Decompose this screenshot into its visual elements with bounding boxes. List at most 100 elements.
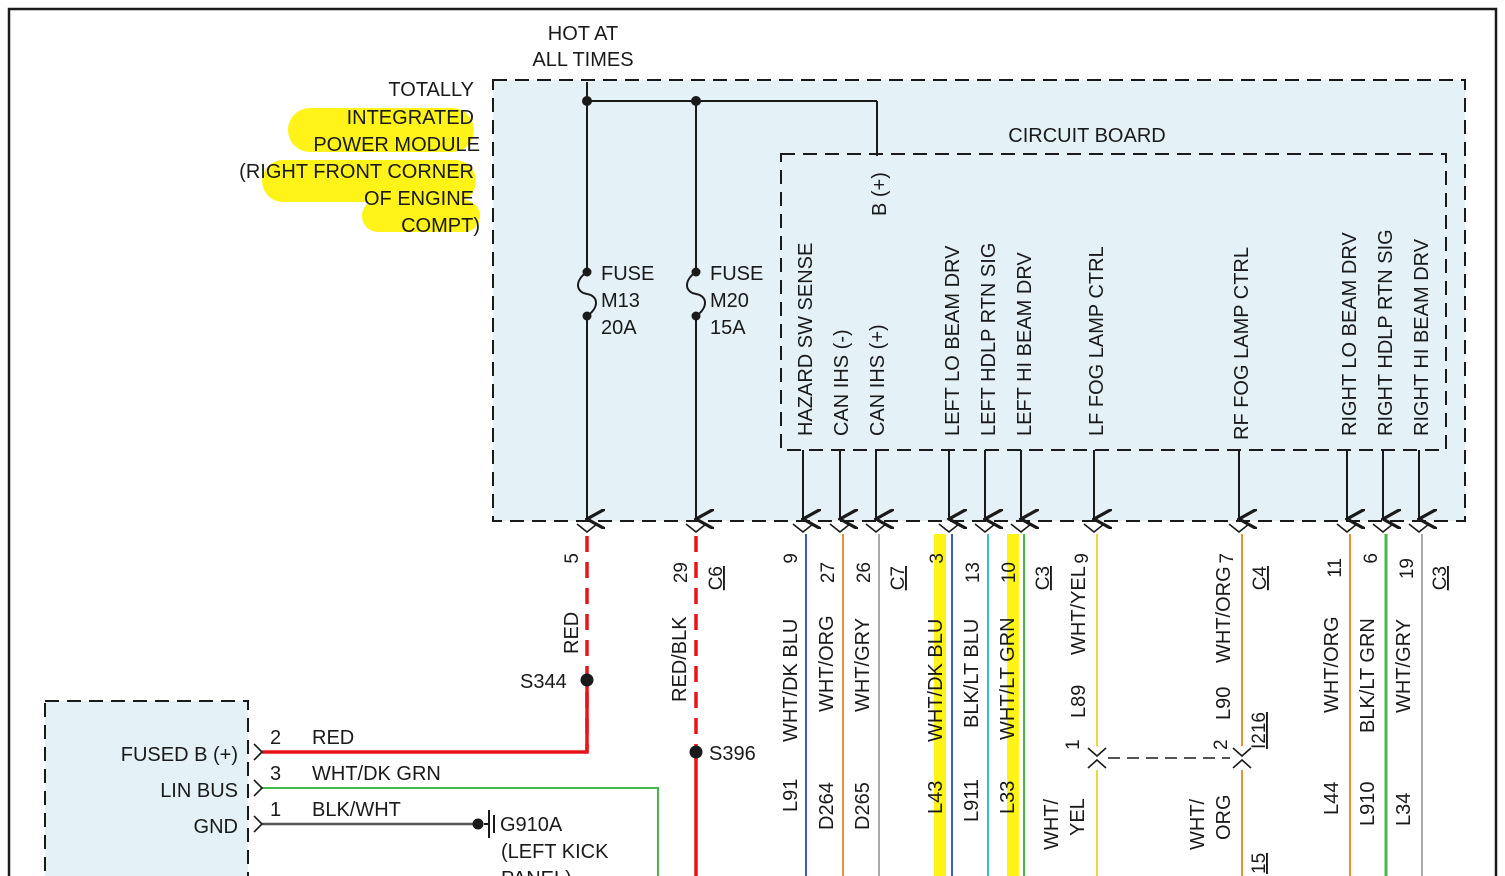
wire-color-labels: RED RED/BLK WHT/DK BLU WHT/ORG WHT/GRY W… [561, 566, 1415, 742]
pin-function-label: CAN IHS (-) [831, 329, 853, 436]
splice-s396-label: S396 [709, 743, 756, 765]
left-module-box [44, 700, 249, 876]
inline-connector-id: I216 [1249, 712, 1270, 749]
left-wire-color-label: BLK/WHT [312, 799, 401, 821]
wire-color-label: WHT/YEL [1068, 566, 1090, 655]
left-module-pin-name: GND [194, 816, 238, 838]
pin-function-label: LF FOG LAMP CTRL [1086, 246, 1108, 436]
circuit-id: D265 [852, 782, 874, 830]
wire-fused-b [262, 680, 589, 754]
pin-number: 5 [562, 553, 583, 564]
pin-number: 19 [1397, 558, 1418, 579]
left-module-pin-number: 1 [270, 799, 281, 821]
module-title-line-1: TOTALLY [388, 79, 474, 101]
circuit-id: L34 [1393, 793, 1415, 826]
harness-wires [262, 534, 1423, 876]
left-module-pin-number: 2 [270, 727, 281, 749]
b-plus-label: B (+) [869, 172, 891, 216]
circuit-id: L91 [780, 779, 802, 812]
circuit-id: L44 [1321, 782, 1343, 815]
left-module-terminals [253, 743, 264, 833]
ground-location-2: PANEL) [501, 868, 572, 876]
inline-color-label: YEL [1067, 798, 1089, 836]
pin-number: 9 [781, 553, 802, 564]
pin-numbers: 5 29 9 27 26 3 13 10 9 7 11 6 19 [562, 553, 1418, 583]
pin-number: 7 [1217, 553, 1238, 564]
pin-function-label: HAZARD SW SENSE [795, 243, 817, 436]
splice-s344-label: S344 [520, 671, 567, 693]
page-frame [7, 7, 1498, 876]
wire-color-label: WHT/ORG [1321, 616, 1343, 713]
connector-id: C6 [706, 566, 727, 590]
inline-lower-pin: 15 [1249, 853, 1270, 874]
pin-number: 13 [963, 562, 984, 583]
bus-junction-dot [691, 96, 701, 106]
fuse-symbol [686, 271, 706, 317]
pin-function-label: LEFT HI BEAM DRV [1014, 252, 1036, 436]
circuit-id: D264 [816, 782, 838, 830]
bus-junction-dot [582, 96, 592, 106]
module-title-line-4: (RIGHT FRONT CORNER [239, 161, 474, 183]
module-title-line-6: COMPT) [401, 215, 480, 237]
connector-terminals [576, 523, 1430, 534]
wire-color-label: RED/BLK [669, 616, 691, 702]
fuse-m13: FUSE M13 20A [577, 263, 654, 339]
fuse-id: M13 [601, 290, 640, 312]
wire-color-label: WHT/DK BLU [780, 619, 802, 742]
pin-number: 3 [927, 553, 948, 564]
pin-function-label: CAN IHS (+) [867, 324, 889, 436]
connector-id: C4 [1250, 566, 1271, 591]
power-bus [587, 82, 878, 519]
splice-s344-dot [580, 673, 594, 687]
left-module-pin-number: 3 [270, 763, 281, 785]
ground-location-1: (LEFT KICK [501, 841, 609, 863]
circuit-board-label: CIRCUIT BOARD [1008, 125, 1165, 147]
hot-at-times-label-2: ALL TIMES [532, 49, 633, 71]
inline-pin-number: 1 [1063, 739, 1084, 750]
fuse-label: FUSE [710, 263, 763, 285]
wire-color-label: WHT/ORG [816, 615, 838, 712]
pin-function-label: RIGHT LO BEAM DRV [1339, 232, 1361, 436]
fuse-rating: 15A [710, 317, 746, 339]
circuit-id: L43 [925, 781, 947, 814]
pin-number: 27 [818, 562, 839, 583]
connector-id: C3 [1430, 566, 1451, 590]
left-wire-color-label: WHT/DK GRN [312, 763, 441, 785]
splice-s396-dot [689, 745, 703, 759]
pin-function-labels: HAZARD SW SENSE CAN IHS (-) CAN IHS (+) … [795, 229, 1433, 440]
pin-function-label: RF FOG LAMP CTRL [1231, 247, 1253, 440]
pin-number: 6 [1361, 553, 1382, 564]
fuse-id: M20 [710, 290, 749, 312]
pin-number: 29 [671, 562, 692, 583]
left-module-pin-name: LIN BUS [160, 780, 238, 802]
internal-pin-lines [803, 450, 1419, 519]
hot-at-times-label-1: HOT AT [548, 23, 618, 45]
connector-id: C7 [888, 566, 909, 590]
wire-color-label: WHT/GRY [852, 618, 874, 712]
wire-color-label: BLK/LT BLU [961, 619, 983, 728]
circuit-board-box [780, 153, 1447, 451]
left-module-pin-name: FUSED B (+) [121, 744, 238, 766]
fuse-m20: FUSE M20 15A [686, 263, 763, 339]
circuit-ids: L91 D264 D265 L43 L911 L33 L89 L90 L44 L… [780, 685, 1415, 830]
wire-color-label: WHT/ORG [1213, 566, 1235, 663]
left-wire-color-label: RED [312, 727, 354, 749]
pin-number: 26 [854, 562, 875, 583]
pin-function-label: LEFT HDLP RTN SIG [978, 243, 1000, 436]
fuse-label: FUSE [601, 263, 654, 285]
inline-color-label: WHT/ [1041, 798, 1063, 850]
wire-color-label: WHT/GRY [1393, 619, 1415, 713]
inline-connector-i216 [1087, 747, 1252, 769]
wire-color-label: WHT/DK BLU [925, 619, 947, 742]
inline-pin-number: 2 [1211, 739, 1232, 750]
pin-number: 9 [1072, 553, 1093, 564]
module-title-line-2: INTEGRATED [347, 107, 474, 129]
module-title-line-3: POWER MODULE [313, 134, 480, 156]
fuse-symbol [577, 271, 597, 317]
ground-dot [472, 818, 484, 830]
circuit-id: L911 [961, 779, 983, 822]
wire-lin-bus [262, 787, 659, 876]
connector-id: C3 [1033, 566, 1054, 590]
